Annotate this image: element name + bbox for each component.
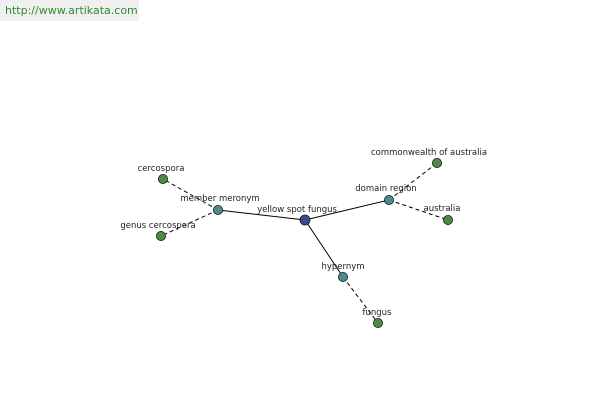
label-fungus[interactable]: fungus bbox=[363, 308, 393, 318]
edge-member-meronym-to-cercospora bbox=[162, 178, 219, 211]
label-cercospora[interactable]: cercospora bbox=[138, 164, 185, 174]
edges-layer bbox=[160, 162, 449, 324]
node-yellow-spot-fungus[interactable] bbox=[299, 214, 311, 226]
edge-domain-region-to-commonwealth-of-australia bbox=[388, 162, 438, 201]
edge-member-meronym-to-genus-cercospora bbox=[160, 209, 219, 237]
edge-yellow-spot-fungus-to-hypernym bbox=[304, 219, 344, 278]
node-hypernym[interactable] bbox=[337, 271, 348, 282]
node-domain-region[interactable] bbox=[383, 194, 394, 205]
label-member-meronym[interactable]: member meronym bbox=[180, 194, 259, 204]
label-commonwealth-of-australia[interactable]: commonwealth of australia bbox=[371, 148, 487, 158]
label-hypernym[interactable]: hypernym bbox=[321, 262, 364, 272]
edge-hypernym-to-fungus bbox=[342, 276, 379, 324]
node-commonwealth-of-australia[interactable] bbox=[431, 157, 442, 168]
node-australia[interactable] bbox=[442, 214, 453, 225]
label-domain-region[interactable]: domain region bbox=[355, 184, 416, 194]
label-yellow-spot-fungus[interactable]: yellow spot fungus bbox=[257, 205, 337, 215]
label-genus-cercospora[interactable]: genus cercospora bbox=[120, 221, 195, 231]
source-bar: http://www.artikata.com bbox=[0, 0, 139, 21]
nodes-layer bbox=[155, 157, 453, 328]
edge-yellow-spot-fungus-to-member-meronym bbox=[217, 209, 306, 221]
edge-yellow-spot-fungus-to-domain-region bbox=[304, 199, 390, 221]
node-genus-cercospora[interactable] bbox=[155, 230, 166, 241]
edge-domain-region-to-australia bbox=[388, 199, 449, 221]
node-member-meronym[interactable] bbox=[212, 204, 223, 215]
label-australia[interactable]: australia bbox=[424, 204, 461, 214]
node-cercospora[interactable] bbox=[157, 173, 168, 184]
node-fungus[interactable] bbox=[372, 317, 383, 328]
source-url-link[interactable]: http://www.artikata.com bbox=[5, 4, 138, 17]
